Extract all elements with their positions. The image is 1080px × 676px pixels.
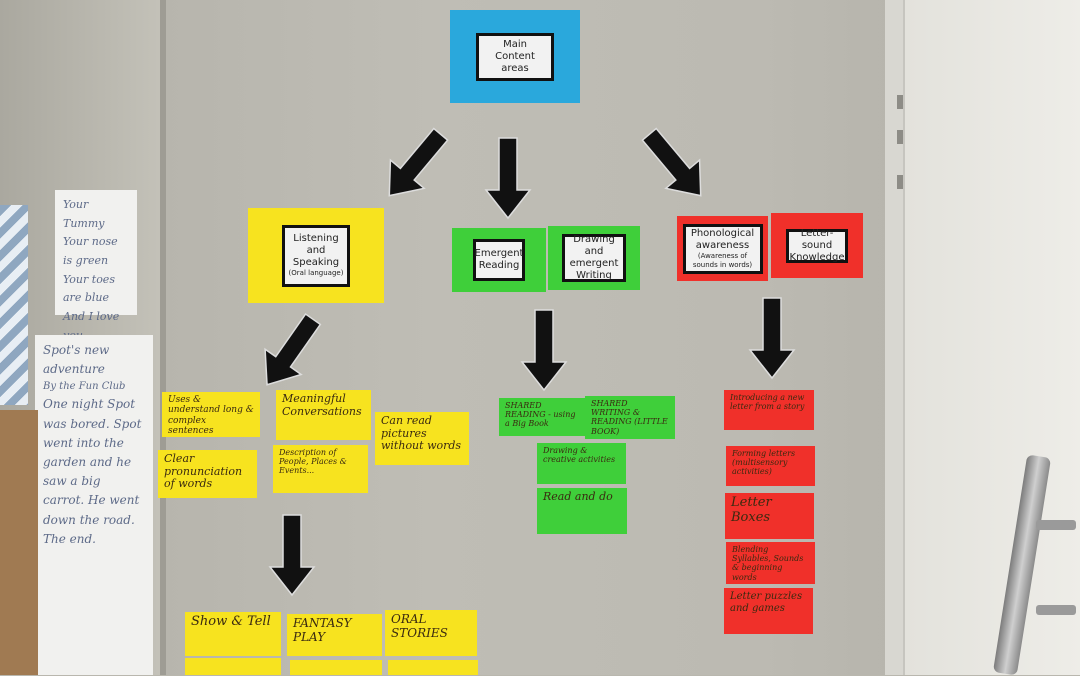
note-meaningful-conversations: Meaningful Conversations: [276, 390, 371, 440]
note-description: Description of People, Places & Events..…: [273, 445, 368, 493]
rhyme-line: Your toes are blue: [63, 272, 115, 305]
emergent-reading-label: Emergent Reading: [473, 239, 525, 281]
arrow-icon: [371, 119, 459, 211]
story-poster: Spot's new adventure By the Fun Club One…: [35, 335, 153, 675]
hinge-icon: [897, 175, 903, 189]
arrow-icon: [749, 297, 795, 379]
phonological-subtitle: (Awareness of sounds in words): [692, 252, 753, 269]
cardboard-box: [0, 410, 38, 675]
note-read-and-do: Read and do: [537, 488, 627, 534]
arrow-icon: [248, 305, 332, 399]
note-partial: [185, 658, 281, 675]
arrow-icon: [521, 309, 567, 391]
note-shared-writing: SHARED WRITING & READING (LITTLE BOOK): [585, 396, 675, 439]
rhyme-line: Your Tummy: [63, 198, 105, 230]
phonological-title: Phonological awareness: [690, 228, 755, 252]
main-content-label: Main Content areas: [476, 32, 554, 81]
note-read-pictures: Can read pictures without words: [375, 412, 469, 465]
wall-corner: [160, 0, 166, 675]
note-introducing-letter: Introducing a new letter from a story: [724, 390, 814, 430]
drawing-writing-card: Drawing and emergent Writing: [548, 226, 640, 290]
note-letter-puzzles: Letter puzzles and games: [724, 588, 813, 634]
letter-sound-card: Letter-sound Knowledge: [771, 213, 863, 278]
hinge-icon: [897, 130, 903, 144]
hinge-icon: [897, 95, 903, 109]
note-partial: [290, 660, 382, 675]
note-fantasy-play: FANTASY PLAY: [287, 614, 382, 656]
arrow-icon: [485, 137, 531, 219]
listening-speaking-label: Listening and Speaking (Oral language): [282, 224, 350, 287]
listening-subtitle: (Oral language): [288, 269, 344, 278]
door-handle-mount: [1036, 605, 1076, 615]
listening-title: Listening and Speaking: [292, 233, 340, 269]
emergent-reading-card: Emergent Reading: [452, 228, 546, 292]
letter-sound-label: Letter-sound Knowledge: [786, 228, 848, 263]
story-body: One night Spot was bored. Spot went into…: [43, 397, 142, 546]
phonological-label: Phonological awareness (Awareness of sou…: [682, 223, 763, 274]
main-content-card: Main Content areas: [450, 10, 580, 103]
arrow-icon: [269, 514, 315, 596]
note-long-sentences: Uses & understand long & complex sentenc…: [162, 392, 260, 437]
door: [903, 0, 1080, 675]
note-blending: Blending Syllables, Sounds & beginning w…: [726, 542, 815, 584]
note-forming-letters: Forming letters (multisensory activities…: [726, 446, 815, 486]
rhyme-poster: Your Tummy Your nose is green Your toes …: [55, 190, 137, 342]
arrow-icon: [631, 119, 719, 211]
note-show-tell: Show & Tell: [185, 612, 281, 656]
story-author: By the Fun Club: [43, 381, 126, 393]
note-clear-pronunciation: Clear pronunciation of words: [158, 450, 257, 498]
note-shared-reading: SHARED READING - using a Big Book: [499, 398, 586, 436]
phonological-card: Phonological awareness (Awareness of sou…: [677, 216, 768, 281]
note-oral-stories: ORAL STORIES: [385, 610, 477, 656]
zigzag-poster-edge: [0, 205, 28, 405]
story-title: Spot's new adventure: [43, 343, 110, 377]
listening-speaking-card: Listening and Speaking (Oral language): [248, 208, 384, 303]
rhyme-line: Your nose is green: [63, 235, 118, 268]
drawing-writing-label: Drawing and emergent Writing: [562, 234, 626, 282]
note-partial: [388, 660, 478, 675]
note-letter-boxes: Letter Boxes: [725, 493, 814, 539]
door-handle-mount: [1036, 520, 1076, 530]
note-drawing-creative: Drawing & creative activities: [537, 443, 626, 484]
